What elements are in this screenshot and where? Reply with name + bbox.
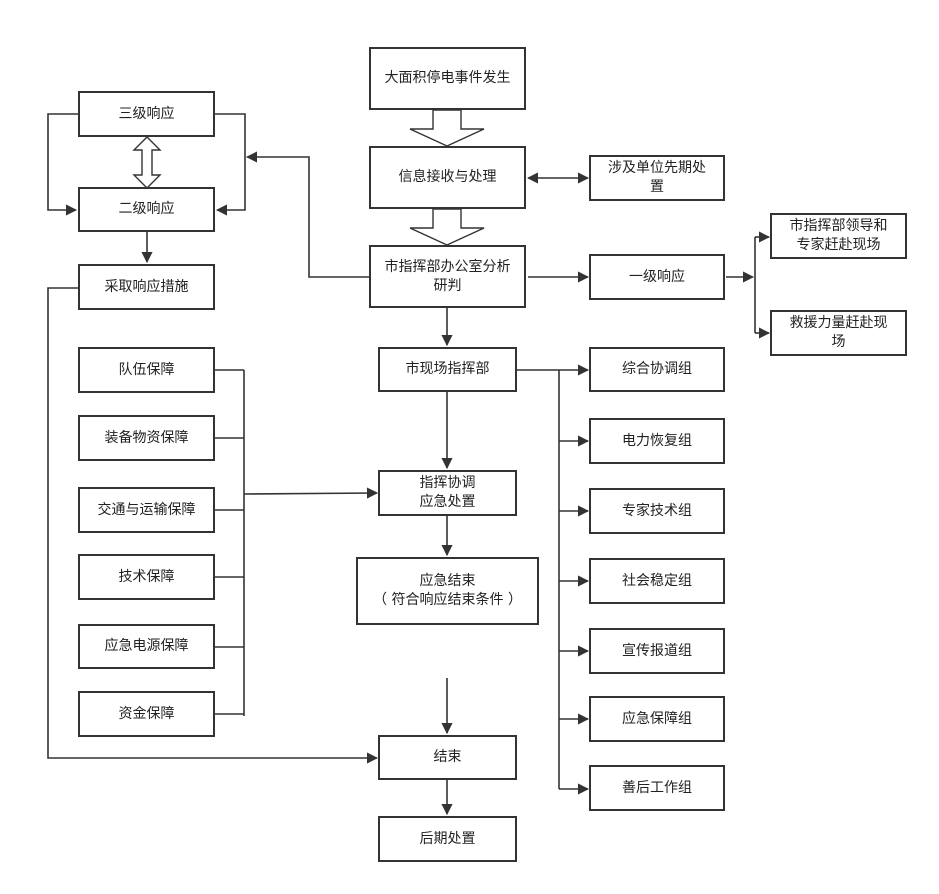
node-end: 结束 — [378, 735, 517, 780]
node-rescue-to-scene: 救援力量赶赴现 场 — [770, 310, 907, 356]
guarantee-team: 队伍保障 — [78, 347, 215, 393]
hollow-double-arrow — [132, 136, 162, 189]
node-take-measures: 采取响应措施 — [78, 264, 215, 310]
guarantee-technology: 技术保障 — [78, 554, 215, 600]
group-publicity: 宣传报道组 — [589, 628, 725, 674]
node-level1: 一级响应 — [589, 254, 725, 300]
group-power-restore: 电力恢复组 — [589, 418, 725, 464]
group-aftermath-work: 善后工作组 — [589, 765, 725, 811]
node-outage-occurs: 大面积停电事件发生 — [369, 47, 526, 110]
node-analysis: 市指挥部办公室分析 研判 — [369, 245, 526, 308]
group-coordination: 综合协调组 — [589, 347, 725, 392]
bracket-guarantees — [215, 369, 245, 716]
guarantee-transport: 交通与运输保障 — [78, 487, 215, 533]
hollow-arrow-1 — [409, 109, 485, 147]
group-emergency-support: 应急保障组 — [589, 696, 725, 742]
guarantee-funding: 资金保障 — [78, 691, 215, 737]
guarantee-equipment: 装备物资保障 — [78, 415, 215, 461]
bracket-levels-right — [215, 113, 246, 216]
node-end-response: 应急结束 （ 符合响应结束条件 ） — [356, 557, 539, 625]
guarantee-power-source: 应急电源保障 — [78, 624, 215, 669]
node-level3: 三级响应 — [78, 91, 215, 137]
hollow-arrow-2 — [409, 208, 485, 246]
arrow-measures-end — [47, 287, 379, 764]
node-units-first-response: 涉及单位先期处 置 — [589, 155, 725, 201]
group-social-stability: 社会稳定组 — [589, 558, 725, 604]
node-aftermath: 后期处置 — [378, 816, 517, 862]
node-leaders-to-scene: 市指挥部领导和 专家赶赴现场 — [770, 213, 907, 259]
bracket-levels-left — [47, 113, 78, 216]
arrow-guarantees-coordinate — [243, 487, 379, 499]
arrow-analysis-levels — [245, 151, 370, 278]
node-level2: 二级响应 — [78, 187, 215, 232]
node-info-receive: 信息接收与处理 — [369, 146, 526, 209]
node-onsite-hq: 市现场指挥部 — [378, 347, 517, 392]
node-coordinate: 指挥协调 应急处置 — [378, 470, 517, 516]
group-expert-tech: 专家技术组 — [589, 488, 725, 534]
